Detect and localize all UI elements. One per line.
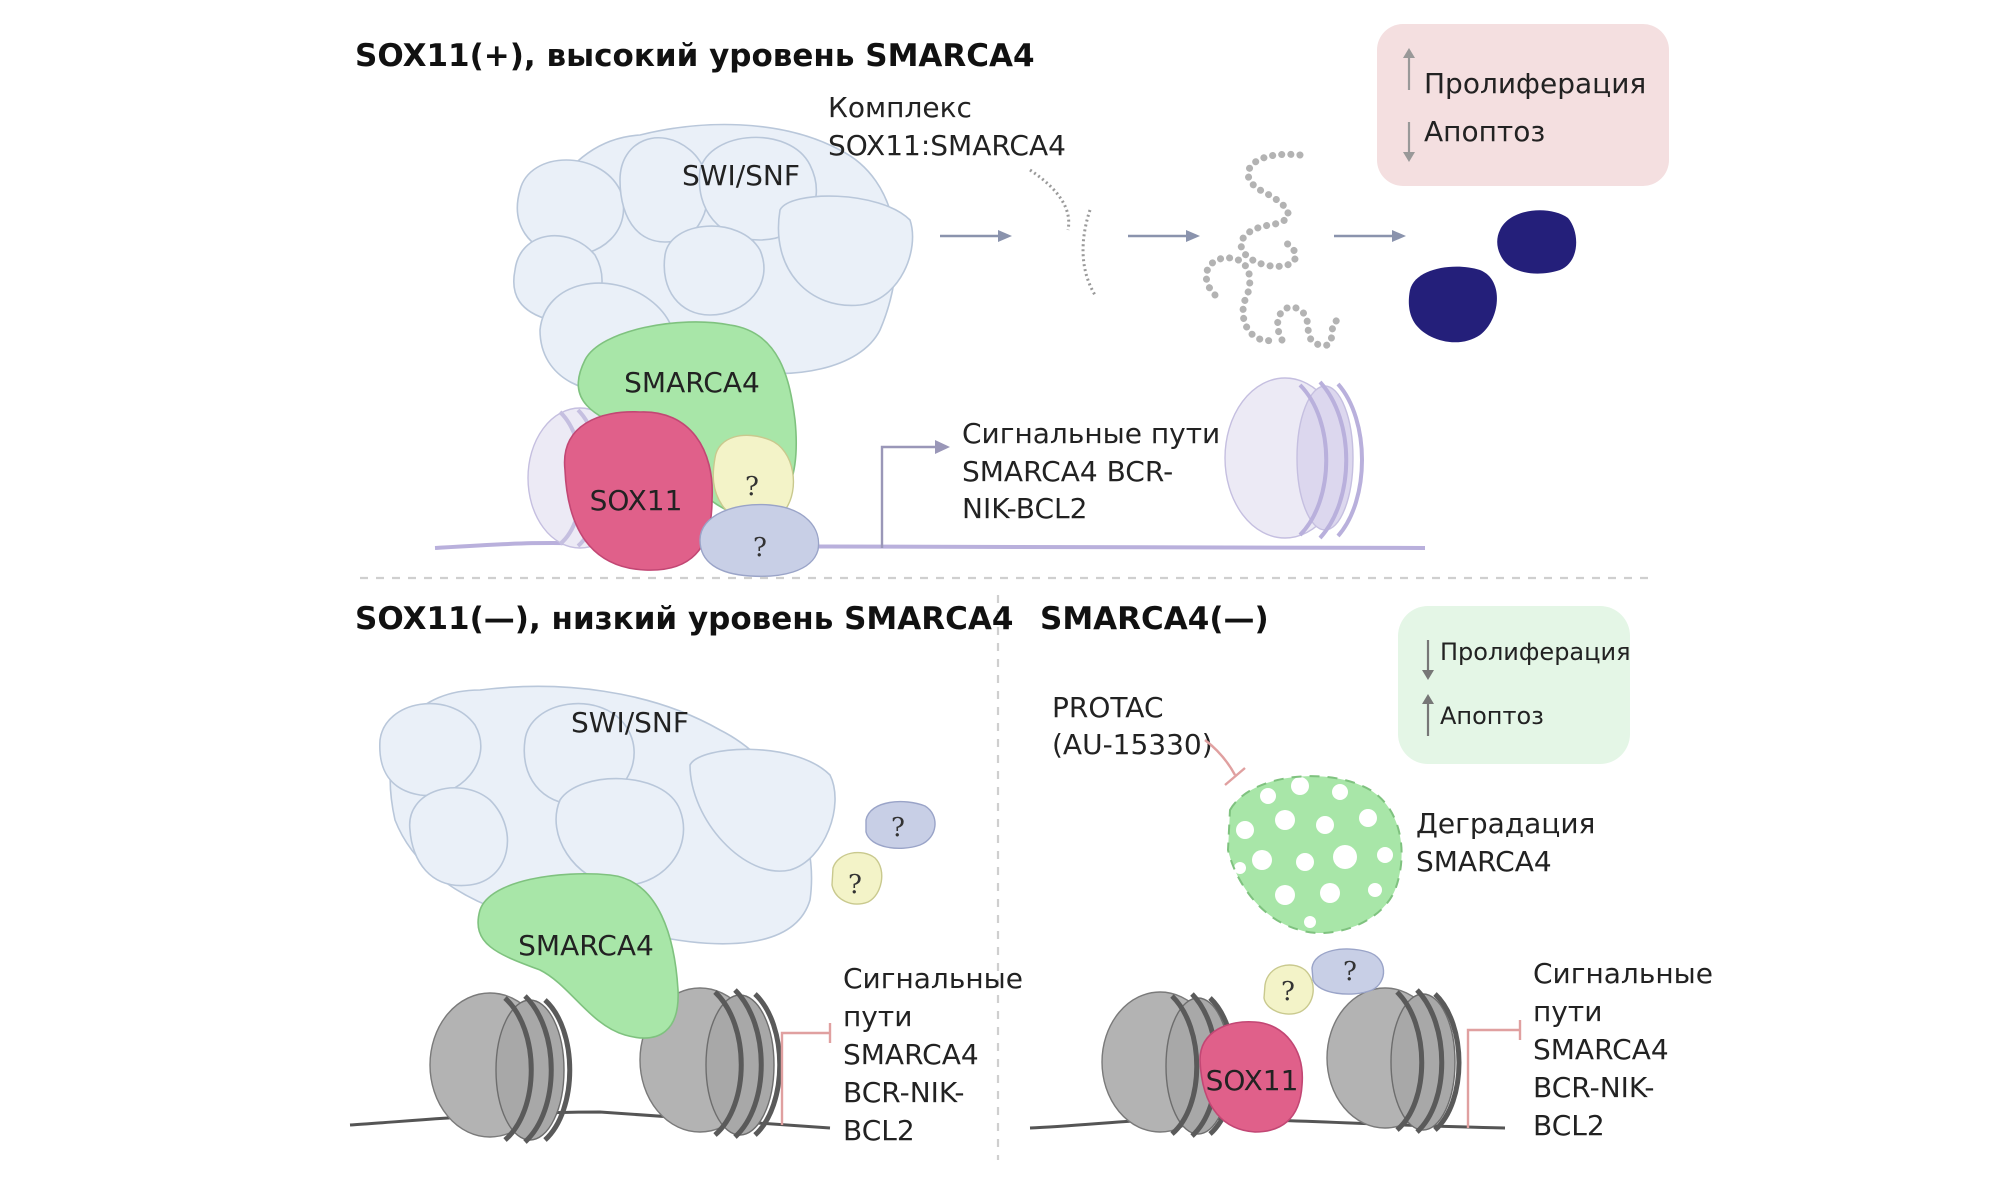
svg-text:Сигнальные пути: Сигнальные пути: [962, 417, 1220, 450]
up-arrow-icon: [1422, 694, 1434, 704]
top-swi-snf-label: SWI/SNF: [682, 159, 800, 192]
bottom-left-swi-snf-label: SWI/SNF: [571, 706, 689, 739]
bottom-left-panel: SOX11(—), низкий уровень SMARCA4 SWI/SNF: [349, 601, 1023, 1147]
top-unknown-blue-label: ?: [753, 533, 767, 563]
svg-text:Сигнальные: Сигнальные: [843, 962, 1023, 995]
protac-inhibition: [1204, 739, 1237, 776]
svg-text:?: ?: [848, 870, 862, 900]
bottom-left-smarca4-label: SMARCA4: [518, 929, 654, 962]
svg-text:Деградация: Деградация: [1416, 807, 1595, 840]
degraded-smarca4: [1226, 775, 1403, 934]
mrna-strand-icon: [1029, 168, 1097, 296]
bottom-left-nucleosome-1: [429, 992, 573, 1144]
bottom-right-pathways-text: Сигнальные пути SMARCA4 BCR-NIK- BCL2: [1533, 957, 1713, 1142]
top-outcome-box: Пролиферация Апоптоз: [1377, 24, 1669, 186]
bottom-right-nucleosome-2: [1326, 987, 1462, 1134]
top-complex-text: Комплекс SOX11:SMARCA4: [828, 91, 1066, 162]
protein-chain-icon: [1202, 150, 1344, 349]
bottom-left-pathways-text: Сигнальные пути SMARCA4 BCR-NIK- BCL2: [843, 962, 1023, 1147]
svg-text:?: ?: [1281, 977, 1295, 1007]
down-arrow-icon: [1403, 152, 1415, 162]
svg-text:NIK-BCL2: NIK-BCL2: [962, 492, 1087, 525]
bottom-left-inhibition: [780, 1031, 830, 1125]
bottom-left-smarca4: SMARCA4: [477, 872, 679, 1039]
top-swi-snf-complex: SWI/SNF: [513, 123, 914, 394]
svg-text:BCR-NIK-: BCR-NIK-: [843, 1076, 964, 1109]
bottom-left-unknown-blue: ?: [865, 800, 936, 849]
bottom-left-unknown-yellow: ?: [831, 851, 883, 905]
top-process-arrows: [940, 230, 1406, 242]
svg-text:пути: пути: [1533, 995, 1602, 1028]
top-pathways-text: Сигнальные пути SMARCA4 BCR- NIK-BCL2: [962, 417, 1220, 525]
svg-text:SMARCA4: SMARCA4: [843, 1038, 979, 1071]
proliferating-cells-icon: [1408, 210, 1577, 343]
bottom-right-outcome-proliferation: Пролиферация: [1440, 638, 1631, 666]
bottom-right-unknown-yellow: ?: [1263, 964, 1314, 1015]
up-arrow-icon: [1403, 48, 1415, 58]
svg-text:PROTAC: PROTAC: [1052, 691, 1164, 724]
degradation-label: Деградация SMARCA4: [1416, 807, 1595, 878]
bottom-right-outcome-apoptosis: Апоптоз: [1440, 702, 1544, 730]
svg-text:SMARCA4 BCR-: SMARCA4 BCR-: [962, 455, 1173, 488]
top-activation-arrow: [880, 445, 935, 548]
bottom-right-title: SMARCA4(—): [1040, 601, 1269, 637]
top-unknown-blue: ?: [699, 503, 820, 578]
svg-text:SMARCA4: SMARCA4: [1416, 845, 1552, 878]
top-panel-title: SOX11(+), высокий уровень SMARCA4: [355, 38, 1035, 74]
top-nucleosome-right: [1224, 377, 1364, 540]
bottom-right-inhibition: [1466, 1028, 1520, 1128]
bottom-right-sox11: SOX11: [1199, 1020, 1304, 1133]
top-smarca4-label: SMARCA4: [624, 366, 760, 399]
svg-text:Сигнальные: Сигнальные: [1533, 957, 1713, 990]
svg-text:SOX11:SMARCA4: SOX11:SMARCA4: [828, 129, 1066, 162]
svg-text:(AU-15330): (AU-15330): [1052, 728, 1213, 761]
bottom-right-sox11-label: SOX11: [1206, 1064, 1299, 1097]
svg-text:?: ?: [1343, 957, 1357, 987]
top-sox11: SOX11: [563, 411, 713, 571]
top-unknown-yellow-label: ?: [745, 472, 759, 502]
bottom-right-panel: SMARCA4(—) Пролиферация Апоптоз PROTAC (…: [1029, 601, 1713, 1142]
svg-text:BCL2: BCL2: [843, 1114, 915, 1147]
down-arrow-icon: [1422, 670, 1434, 680]
top-sox11-label: SOX11: [590, 484, 683, 517]
bottom-left-swi-snf-complex: SWI/SNF: [379, 685, 836, 945]
bottom-right-unknown-blue: ?: [1311, 948, 1385, 995]
protac-label: PROTAC (AU-15330): [1052, 691, 1213, 761]
svg-text:пути: пути: [843, 1000, 912, 1033]
svg-text:SMARCA4: SMARCA4: [1533, 1033, 1669, 1066]
bottom-right-outcome-box: Пролиферация Апоптоз: [1398, 606, 1631, 764]
svg-text:?: ?: [891, 813, 905, 843]
svg-text:Комплекс: Комплекс: [828, 91, 972, 124]
top-outcome-apoptosis: Апоптоз: [1424, 115, 1545, 148]
svg-text:BCR-NIK-: BCR-NIK-: [1533, 1071, 1654, 1104]
top-panel: SOX11(+), высокий уровень SMARCA4: [355, 24, 1669, 578]
bottom-left-title: SOX11(—), низкий уровень SMARCA4: [355, 601, 1013, 637]
top-outcome-proliferation: Пролиферация: [1424, 67, 1646, 100]
svg-text:BCL2: BCL2: [1533, 1109, 1605, 1142]
